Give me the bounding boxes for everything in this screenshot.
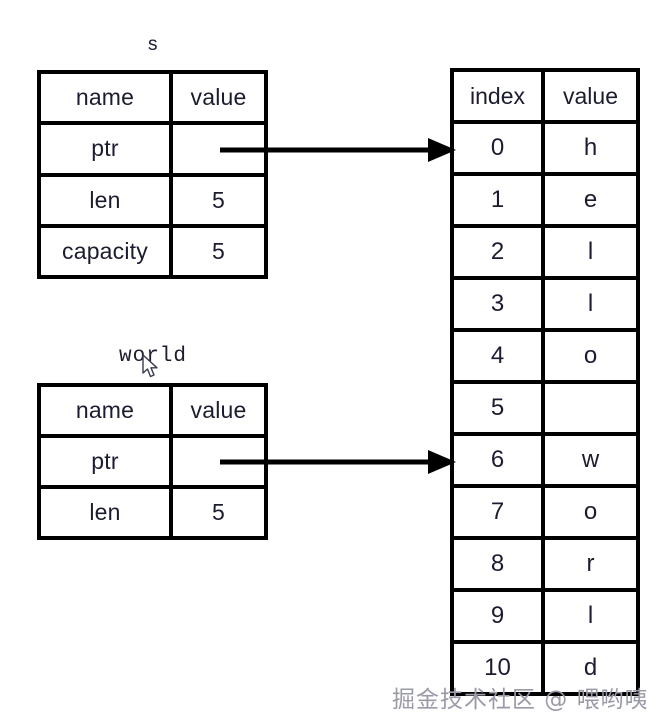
struct-s-field-capacity-value: 5	[212, 237, 225, 264]
heap-index-9: 9	[454, 592, 545, 640]
table-row: 3 l	[454, 280, 636, 332]
table-row: ptr	[41, 438, 264, 489]
table-row: 4 o	[454, 332, 636, 384]
struct-s-field-ptr-name: ptr	[41, 125, 173, 173]
table-row: capacity 5	[41, 227, 264, 275]
table-row: name value	[41, 387, 264, 438]
heap-value-8: r	[586, 550, 595, 577]
struct-world-field-len-value: 5	[212, 499, 225, 525]
struct-world-field-len-name: len	[41, 489, 173, 536]
table-row: index value	[454, 72, 636, 124]
table-row: 7 o	[454, 488, 636, 540]
table-row: 1 e	[454, 176, 636, 228]
struct-table-world: name value ptr len 5	[37, 383, 268, 540]
heap-header-index: index	[454, 72, 545, 120]
table-row: name value	[41, 74, 264, 126]
heap-index-8: 8	[454, 540, 545, 588]
heap-index-7: 7	[454, 488, 545, 536]
table-row: 9 l	[454, 592, 636, 644]
table-row: 0 h	[454, 124, 636, 176]
heap-index-5: 5	[454, 384, 545, 432]
heap-value-9: l	[587, 602, 594, 629]
heap-value-1: e	[583, 186, 598, 213]
table-row: 8 r	[454, 540, 636, 592]
heap-index-0: 0	[454, 124, 545, 172]
struct-label-s: s	[148, 34, 158, 55]
table-row: 2 l	[454, 228, 636, 280]
heap-header-value: value	[563, 82, 618, 109]
table-row: len 5	[41, 176, 264, 228]
heap-value-5	[545, 384, 636, 432]
struct-header-name: name	[41, 74, 173, 122]
struct-world-field-ptr-name: ptr	[41, 438, 173, 485]
heap-value-7: o	[583, 498, 598, 525]
watermark: 掘金技术社区 @ 喂哟咦	[392, 687, 649, 713]
struct-s-field-ptr-value	[173, 125, 264, 172]
table-row: len 5	[41, 489, 264, 536]
struct-s-field-len-value: 5	[212, 186, 225, 213]
heap-index-3: 3	[454, 280, 545, 328]
table-row: ptr	[41, 125, 264, 177]
struct-header-name: name	[41, 387, 173, 434]
struct-world-field-ptr-value	[173, 438, 264, 485]
heap-value-2: l	[587, 238, 594, 265]
table-row: 5	[454, 384, 636, 436]
struct-label-world: world	[118, 345, 187, 368]
heap-value-0: h	[583, 134, 598, 161]
struct-s-field-capacity-name: capacity	[41, 227, 173, 275]
table-row: 6 w	[454, 436, 636, 488]
heap-index-1: 1	[454, 176, 545, 224]
struct-s-field-len-name: len	[41, 176, 173, 224]
heap-value-4: o	[583, 342, 598, 369]
heap-value-10: d	[583, 654, 598, 681]
struct-header-value: value	[190, 397, 247, 423]
struct-header-value: value	[190, 84, 247, 111]
heap-index-4: 4	[454, 332, 545, 380]
heap-index-10: 10	[454, 644, 545, 692]
heap-value-6: w	[581, 446, 600, 473]
heap-index-2: 2	[454, 228, 545, 276]
table-row: 10 d	[454, 644, 636, 696]
struct-table-s: name value ptr len 5 capacity 5	[37, 70, 268, 279]
heap-value-3: l	[587, 290, 594, 317]
heap-buffer-table: index value 0 h 1 e 2 l 3 l 4 o 5 6 w	[450, 68, 640, 696]
heap-index-6: 6	[454, 436, 545, 484]
